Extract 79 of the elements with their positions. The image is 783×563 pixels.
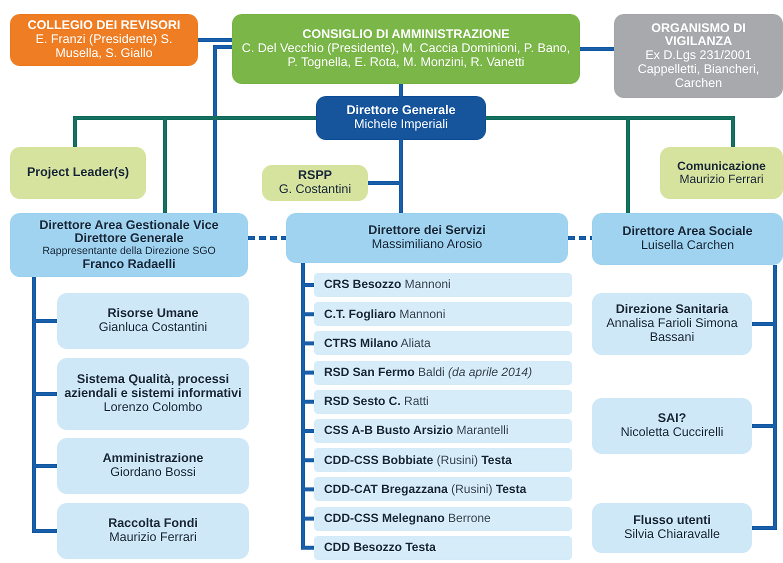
org-box xyxy=(10,147,146,199)
box-text: Ex D.Lgs 231/2001 Cappelletti, Biancheri, Carchen xyxy=(636,49,760,90)
service-row xyxy=(314,536,572,560)
service-label: RSD San Fermo Baldi (da aprile 2014) xyxy=(324,366,532,380)
box-heading: SAI? xyxy=(658,412,686,426)
box-heading: Project Leader(s) xyxy=(26,166,130,180)
service-label: CTRS Milano Aliata xyxy=(324,336,431,350)
box-heading: COLLEGIO DEI REVISORI xyxy=(28,19,180,34)
box-text: Luisella Carchen xyxy=(640,239,734,253)
box-heading: Direttore Area Sociale xyxy=(622,225,753,239)
connector-line xyxy=(32,277,57,533)
box-heading: RSPP xyxy=(298,169,332,183)
service-row xyxy=(314,448,572,472)
connector-line xyxy=(399,84,403,96)
service-label: CSS A-B Busto Arsizio Marantelli xyxy=(324,424,508,438)
org-box xyxy=(614,14,783,98)
box-text: Lorenzo Colombo xyxy=(104,400,202,415)
service-row xyxy=(314,506,572,531)
org-box xyxy=(57,358,249,430)
org-box xyxy=(592,293,752,355)
box-heading: Comunicazione xyxy=(677,160,766,173)
service-row xyxy=(314,419,572,443)
box-heading: Sistema Qualità, processi aziendali e sistemi informativi xyxy=(63,373,243,401)
box-heading: Raccolta Fondi xyxy=(108,517,198,531)
box-heading: ORGANISMO DI VIGILANZA xyxy=(650,22,747,50)
box-text: Maurizio Ferrari xyxy=(109,531,197,545)
org-box xyxy=(10,213,248,277)
connector-line xyxy=(580,47,614,51)
connector-line xyxy=(198,38,232,42)
org-box xyxy=(316,96,486,140)
box-heading: CONSIGLIO DI AMMINISTRAZIONE xyxy=(302,28,510,42)
service-row xyxy=(314,273,572,297)
service-label: CDD Besozzo Testa xyxy=(324,541,436,554)
connector-line xyxy=(486,116,735,147)
box-heading: Direttore dei Servizi xyxy=(368,224,486,238)
service-row xyxy=(314,390,572,414)
org-box xyxy=(232,14,580,84)
org-box xyxy=(57,293,249,349)
service-row xyxy=(314,477,572,502)
box-text: G. Costantini xyxy=(278,183,352,197)
service-row xyxy=(314,331,572,356)
box-heading: Direttore Generale xyxy=(346,104,456,118)
box-text: Annalisa Farioli Simona Bassani xyxy=(605,317,739,345)
box-text: E. Franzi (Presidente) S. Musella, S. Giallo xyxy=(34,33,174,61)
box-text: Franco Radaelli xyxy=(82,258,176,272)
box-text: Giordano Bossi xyxy=(110,466,196,480)
box-text: C. Del Vecchio (Presidente), M. Caccia Dominioni, P. Bano, P. Tognella, E. Rota, M. Monzini, R. Vanetti xyxy=(240,42,572,70)
org-box xyxy=(592,213,783,265)
service-row xyxy=(314,302,572,326)
service-label: C.T. Fogliaro Mannoni xyxy=(324,308,446,321)
box-heading: Direzione Sanitaria xyxy=(616,303,728,318)
box-text: Rappresentante della Direzione SGO xyxy=(42,246,216,258)
box-text: Silvia Chiaravalle xyxy=(624,528,720,542)
box-heading: Flusso utenti xyxy=(633,514,711,528)
org-box xyxy=(57,438,249,494)
box-heading: Risorse Umane xyxy=(107,307,198,321)
org-box xyxy=(286,213,568,263)
box-heading: Direttore Area Gestionale Vice Direttore Generale xyxy=(38,218,220,246)
box-text: Gianluca Costantini xyxy=(98,321,208,335)
org-box xyxy=(262,165,368,201)
box-text: Michele Imperiali xyxy=(354,118,448,132)
service-label: CRS Besozzo Mannoni xyxy=(324,278,451,292)
box-text: Nicoletta Cuccirelli xyxy=(620,426,724,440)
service-row xyxy=(314,360,572,385)
org-box xyxy=(660,147,783,199)
service-label: CDD-CAT Bregazzana (Rusini) Testa xyxy=(324,482,526,496)
org-box xyxy=(10,14,198,66)
org-box xyxy=(592,398,752,454)
connector-line xyxy=(248,236,286,240)
box-text: Massimiliano Arosio xyxy=(372,238,482,252)
service-label: CDD-CSS Bobbiate (Rusini) Testa xyxy=(324,454,512,467)
connector-line xyxy=(213,45,232,213)
org-box xyxy=(592,503,752,553)
service-label: RSD Sesto C. Ratti xyxy=(324,395,429,408)
org-box xyxy=(57,503,249,559)
service-label: CDD-CSS Melegnano Berrone xyxy=(324,512,491,526)
box-heading: Amministrazione xyxy=(102,452,204,466)
connector-line xyxy=(568,236,592,240)
box-text: Maurizio Ferrari xyxy=(679,173,764,186)
